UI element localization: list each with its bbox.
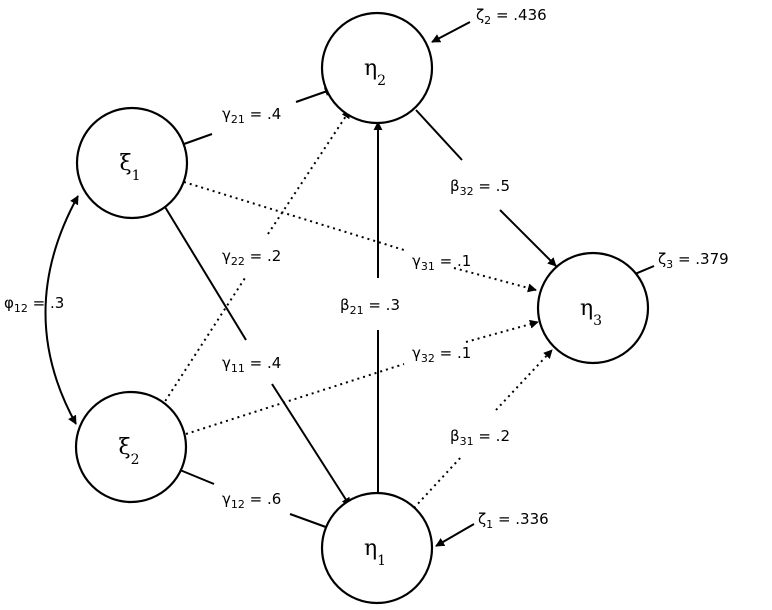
label-beta31-subscript: 31 (460, 435, 474, 448)
label-gamma32: γ32 = .1 (412, 344, 471, 365)
edge-beta32-a (415, 109, 463, 161)
label-zeta1-subscript: 1 (486, 518, 493, 531)
label-gamma12: γ12 = .6 (222, 490, 281, 511)
label-gamma21-subscript: 21 (231, 113, 245, 126)
node-eta1: η1 (320, 491, 434, 605)
svg-text:ξ2: ξ2 (118, 435, 139, 468)
label-zeta3-value: = .379 (673, 250, 729, 268)
label-beta21-value: = .3 (364, 296, 400, 314)
label-gamma31-subscript: 31 (421, 260, 435, 273)
edge-zeta1 (435, 523, 475, 547)
edge-phi12 (44, 195, 79, 425)
label-zeta3: ζ3 = .379 (658, 250, 729, 271)
label-gamma31-value: = .1 (435, 252, 471, 270)
node-eta2-subscript: 2 (377, 73, 386, 89)
label-beta32-value: = .5 (474, 177, 510, 195)
label-gamma31-symbol: γ (412, 252, 421, 270)
node-eta3-symbol: η (580, 296, 593, 321)
label-phi12-symbol: φ (4, 294, 14, 312)
label-gamma21: γ21 = .4 (222, 105, 281, 126)
node-eta2-symbol: η (364, 56, 377, 81)
label-zeta1: ζ1 = .336 (478, 510, 549, 531)
edge-beta31-a (413, 455, 463, 509)
label-gamma22-subscript: 22 (231, 255, 245, 268)
edge-gamma32-b (465, 319, 539, 343)
label-beta21: β21 = .3 (340, 296, 400, 317)
label-beta32: β32 = .5 (450, 177, 510, 198)
label-gamma11: γ11 = .4 (222, 354, 281, 375)
edge-gamma12-a (179, 469, 215, 485)
node-eta3-subscript: 3 (593, 313, 602, 329)
label-phi12: φ12 = .3 (4, 294, 64, 315)
label-beta31: β31 = .2 (450, 427, 510, 448)
edge-beta32-b (499, 209, 557, 267)
node-eta3: η3 (536, 251, 650, 365)
node-eta1-symbol: η (364, 536, 377, 561)
label-gamma32-symbol: γ (412, 344, 421, 362)
edge-gamma22-a (161, 277, 246, 407)
label-gamma22-value: = .2 (245, 247, 281, 265)
label-beta31-symbol: β (450, 427, 460, 445)
label-gamma32-value: = .1 (435, 344, 471, 362)
label-zeta3-symbol: ζ (658, 250, 666, 268)
label-gamma22-symbol: γ (222, 247, 231, 265)
label-gamma31: γ31 = .1 (412, 252, 471, 273)
node-xi2-symbol: ξ (118, 435, 130, 460)
node-xi1-symbol: ξ (119, 151, 131, 176)
node-eta2: η2 (320, 11, 434, 125)
edge-gamma31-b (453, 267, 537, 293)
node-xi1-subscript: 1 (132, 168, 141, 184)
svg-text:η2: η2 (364, 56, 386, 89)
edge-gamma32-a (185, 363, 405, 435)
label-gamma11-value: = .4 (245, 354, 281, 372)
edge-gamma11-b (271, 383, 351, 507)
label-gamma21-symbol: γ (222, 105, 231, 123)
label-zeta2-symbol: ζ (476, 6, 484, 24)
edge-gamma22-b (267, 109, 351, 235)
label-zeta1-symbol: ζ (478, 510, 486, 528)
edge-zeta2 (431, 21, 471, 43)
label-gamma12-value: = .6 (245, 490, 281, 508)
node-eta1-subscript: 1 (377, 553, 386, 569)
label-beta32-subscript: 32 (460, 185, 474, 198)
label-gamma32-subscript: 32 (421, 352, 435, 365)
label-phi12-subscript: 12 (14, 302, 28, 315)
label-phi12-value: = .3 (28, 294, 64, 312)
label-zeta2-value: = .436 (491, 6, 547, 24)
label-zeta2-subscript: 2 (484, 14, 491, 27)
label-zeta3-subscript: 3 (666, 258, 673, 271)
edge-gamma21-a (183, 133, 213, 145)
svg-text:η1: η1 (364, 536, 386, 569)
label-beta21-subscript: 21 (350, 304, 364, 317)
label-gamma12-symbol: γ (222, 490, 231, 508)
label-gamma11-subscript: 11 (231, 362, 245, 375)
label-gamma22: γ22 = .2 (222, 247, 281, 268)
edge-gamma11-a (161, 201, 247, 341)
label-beta21-symbol: β (340, 296, 350, 314)
label-zeta2: ζ2 = .436 (476, 6, 547, 27)
label-zeta1-value: = .336 (493, 510, 549, 528)
edge-beta31-b (495, 349, 553, 411)
svg-text:ξ1: ξ1 (119, 151, 140, 184)
node-xi2-subscript: 2 (131, 452, 140, 468)
label-gamma11-symbol: γ (222, 354, 231, 372)
label-gamma21-value: = .4 (245, 105, 281, 123)
edge-gamma31-a (183, 181, 405, 251)
label-beta32-symbol: β (450, 177, 460, 195)
node-xi1: ξ1 (75, 106, 189, 220)
node-xi2: ξ2 (74, 390, 188, 504)
svg-text:η3: η3 (580, 296, 602, 329)
label-gamma12-subscript: 12 (231, 498, 245, 511)
label-beta31-value: = .2 (474, 427, 510, 445)
